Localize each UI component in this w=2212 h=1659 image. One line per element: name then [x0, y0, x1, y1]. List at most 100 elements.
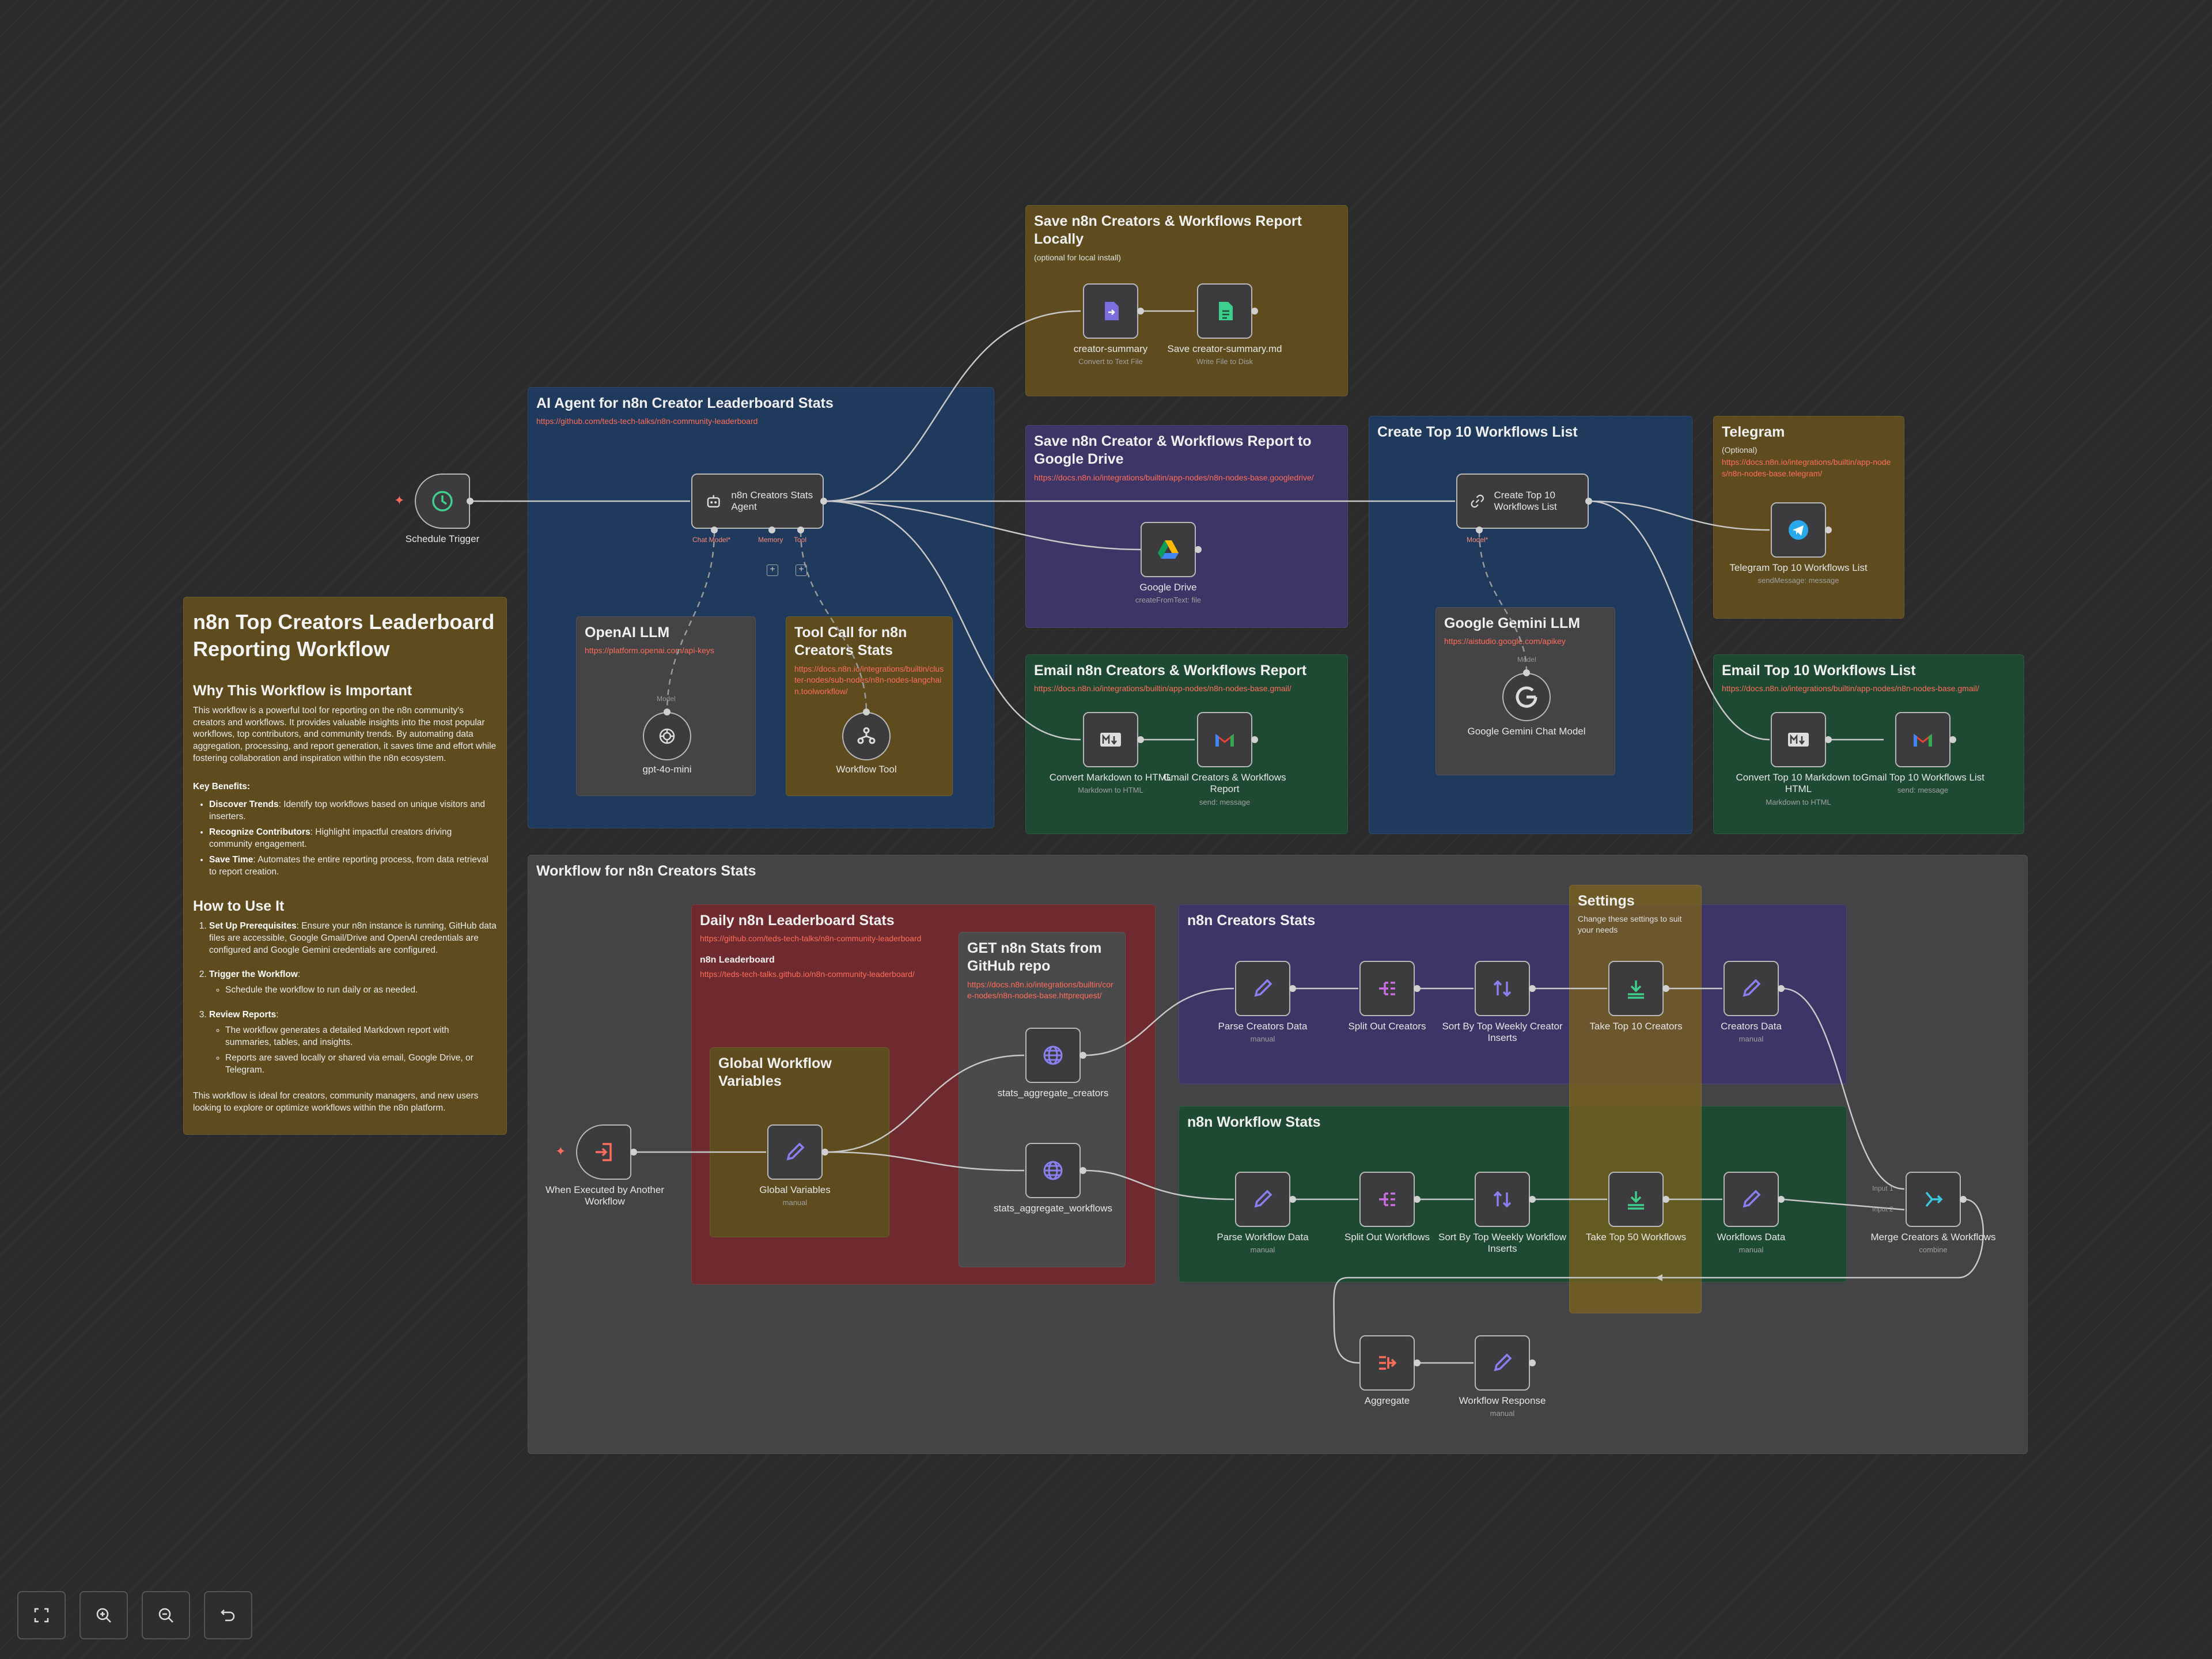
port-dot[interactable] [1289, 1196, 1296, 1203]
port-dot[interactable] [1825, 527, 1832, 533]
port-dot[interactable] [1523, 669, 1530, 676]
take-top10-node[interactable] [1608, 961, 1664, 1016]
port-dot[interactable] [1529, 1359, 1536, 1366]
fit-view-button[interactable] [17, 1591, 66, 1639]
add-tool-button[interactable]: + [796, 565, 807, 576]
markdown-html-node[interactable] [1083, 712, 1138, 767]
sticky-title: Create Top 10 Workflows List [1377, 424, 1578, 440]
gmail-top10-node[interactable] [1895, 712, 1950, 767]
port-dot[interactable] [1137, 308, 1144, 315]
port-dot[interactable] [1778, 1196, 1785, 1203]
port-dot[interactable] [1414, 1196, 1421, 1203]
sticky-link[interactable]: https://docs.n8n.io/integrations/builtin… [1722, 684, 1979, 694]
agent-node[interactable]: n8n Creators Stats Agent [691, 474, 824, 529]
sort-workflows-node[interactable] [1475, 1172, 1530, 1227]
port-dot[interactable] [1662, 985, 1669, 992]
canvas-toolbar [17, 1591, 252, 1639]
zoom-out-button[interactable] [142, 1591, 190, 1639]
port-dot[interactable] [821, 1149, 828, 1156]
aggregate-node[interactable] [1359, 1335, 1415, 1391]
port-dot[interactable] [1080, 1167, 1086, 1174]
port-dot[interactable] [1825, 736, 1832, 743]
port-dot[interactable] [711, 527, 718, 533]
http-workflows-node[interactable] [1025, 1143, 1081, 1198]
port-dot[interactable] [797, 527, 804, 533]
sticky-link[interactable]: https://docs.n8n.io/integrations/builtin… [1722, 457, 1891, 478]
port-dot[interactable] [1529, 1196, 1536, 1203]
sticky-link[interactable]: https://github.com/teds-tech-talks/n8n-c… [536, 416, 758, 426]
add-memory-button[interactable]: + [767, 565, 778, 576]
zoom-in-button[interactable] [79, 1591, 128, 1639]
port-dot[interactable] [1137, 736, 1144, 743]
sticky-title: Email Top 10 Workflows List [1722, 662, 1916, 679]
port-dot[interactable] [1414, 985, 1421, 992]
port-dot[interactable] [820, 498, 827, 505]
sticky-link[interactable]: https://aistudio.google.com/apikey [1444, 637, 1566, 646]
global-variables-node[interactable] [767, 1124, 823, 1180]
sticky-save-local[interactable]: Save n8n Creators & Workflows Report Loc… [1025, 205, 1348, 396]
google-drive-node[interactable] [1141, 522, 1196, 577]
download-icon [1628, 1191, 1644, 1210]
port-dot[interactable] [1778, 985, 1785, 992]
top10-list-node[interactable]: Create Top 10 Workflows List [1456, 474, 1589, 529]
undo-button[interactable] [204, 1591, 252, 1639]
port-dot[interactable] [1251, 736, 1258, 743]
sort-creators-node[interactable] [1475, 961, 1530, 1016]
sticky-link[interactable]: https://docs.n8n.io/integrations/builtin… [967, 979, 1113, 1001]
port-dot[interactable] [1414, 1359, 1421, 1366]
sticky-email-top10[interactable]: Email Top 10 Workflows List https://docs… [1713, 654, 2024, 834]
port-dot[interactable] [1476, 527, 1483, 533]
markdown-html-top10-node[interactable] [1771, 712, 1826, 767]
split-workflows-node[interactable] [1359, 1172, 1415, 1227]
gpt-model-node[interactable] [643, 712, 691, 760]
parse-creators-node[interactable] [1235, 961, 1290, 1016]
port-dot[interactable] [630, 1149, 637, 1156]
execute-trigger-node[interactable] [576, 1124, 631, 1180]
workflows-data-node[interactable] [1724, 1172, 1779, 1227]
port-dot[interactable] [768, 527, 775, 533]
merge-node[interactable] [1906, 1172, 1961, 1227]
sticky-link[interactable]: https://github.com/teds-tech-talks/n8n-c… [700, 934, 922, 944]
split-icon [1379, 1192, 1395, 1206]
port-dot[interactable] [1251, 308, 1258, 315]
sticky-get-stats[interactable]: GET n8n Stats from GitHub repo https://d… [959, 932, 1126, 1267]
port-dot[interactable] [1960, 1196, 1967, 1203]
gmail-report-node[interactable] [1197, 712, 1252, 767]
port-dot[interactable] [1080, 1052, 1086, 1059]
sticky-link[interactable]: https://docs.n8n.io/integrations/builtin… [794, 664, 944, 696]
sticky-title: Google Gemini LLM [1444, 615, 1581, 631]
schedule-trigger-node[interactable] [415, 474, 470, 529]
http-creators-node[interactable] [1025, 1028, 1081, 1083]
port-dot[interactable] [1662, 1196, 1669, 1203]
sticky-link[interactable]: https://docs.n8n.io/integrations/builtin… [1034, 472, 1314, 482]
gemini-model-node[interactable] [1502, 673, 1551, 721]
port-dot[interactable] [664, 709, 671, 715]
sticky-email-report[interactable]: Email n8n Creators & Workflows Report ht… [1025, 654, 1348, 834]
sticky-link[interactable]: https://platform.openai.com/api-keys [585, 646, 714, 656]
sticky-link[interactable]: https://teds-tech-talks.github.io/n8n-co… [700, 969, 915, 979]
markdown-icon [1100, 733, 1121, 747]
save-md-node[interactable] [1197, 283, 1252, 339]
port-dot[interactable] [1949, 736, 1956, 743]
creators-data-node[interactable] [1724, 961, 1779, 1016]
sticky-link[interactable]: https://docs.n8n.io/integrations/builtin… [1034, 684, 1291, 694]
workflow-tool-node[interactable] [842, 712, 891, 760]
port-dot[interactable] [1289, 985, 1296, 992]
port-dot[interactable] [863, 709, 870, 715]
split-creators-node[interactable] [1359, 961, 1415, 1016]
port-dot[interactable] [1195, 546, 1202, 553]
sticky-main-docs[interactable]: n8n Top Creators Leaderboard Reporting W… [183, 597, 507, 1135]
port-dot[interactable] [1529, 985, 1536, 992]
workflow-response-node[interactable] [1475, 1335, 1530, 1391]
port-dot[interactable] [467, 498, 474, 505]
port-label-model: Model* [1467, 536, 1488, 544]
parse-workflows-node[interactable] [1235, 1172, 1290, 1227]
take-top50-node[interactable] [1608, 1172, 1664, 1227]
creator-summary-node[interactable] [1083, 283, 1138, 339]
telegram-node[interactable] [1771, 502, 1826, 558]
sticky-openai[interactable]: OpenAI LLM https://platform.openai.com/a… [576, 616, 756, 796]
port-dot[interactable] [1585, 498, 1592, 505]
